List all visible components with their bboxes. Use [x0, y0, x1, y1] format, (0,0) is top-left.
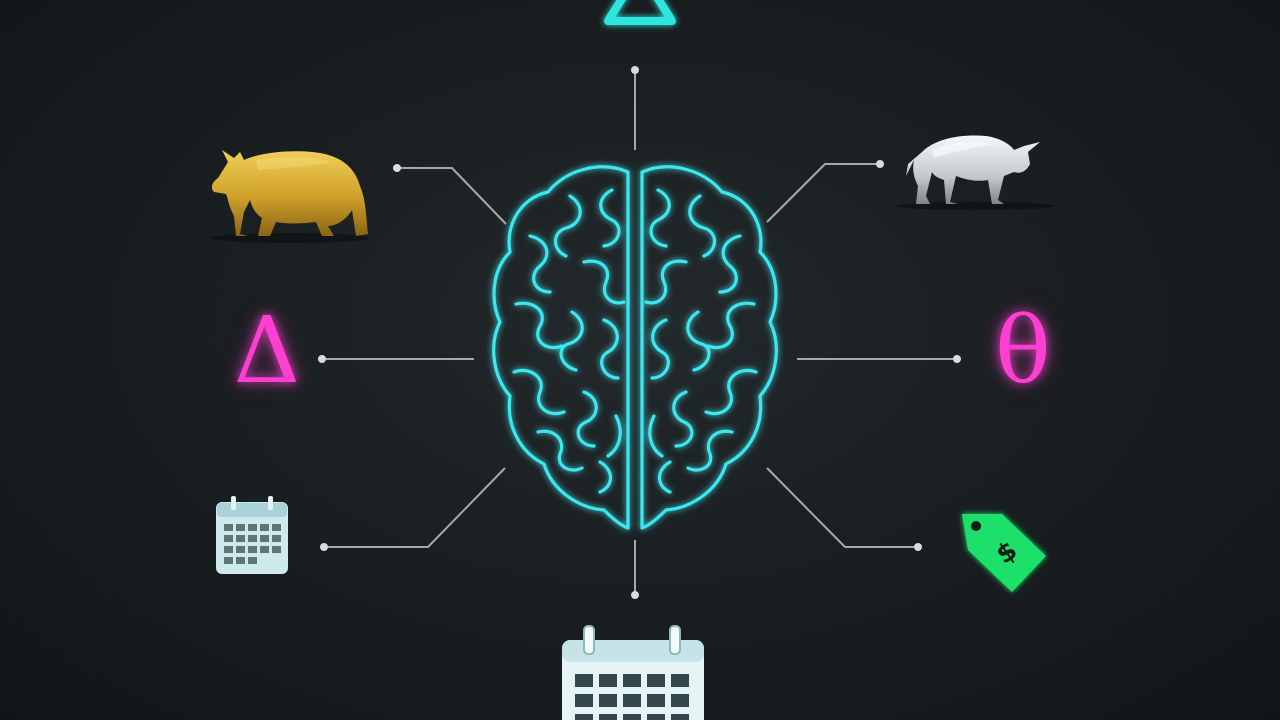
connector-bottom-right — [766, 467, 918, 548]
connector-dot-bottom-left — [320, 543, 328, 551]
brain-icon — [492, 165, 778, 530]
bull-icon — [895, 135, 1055, 210]
connector-top-left — [397, 167, 507, 225]
connector-dot-top — [631, 66, 639, 74]
connector-dot-left — [318, 355, 326, 363]
connector-bottom-left — [324, 467, 506, 548]
connector-dot-top-left — [393, 164, 401, 172]
calendar-large-icon — [562, 625, 704, 720]
bear-icon — [210, 150, 370, 243]
delta-icon: Δ — [233, 297, 301, 404]
triangle-icon — [604, 0, 676, 25]
connector-dot-top-right — [876, 160, 884, 168]
connector-top-right — [766, 163, 880, 223]
connector-dot-bottom — [631, 591, 639, 599]
price-tag-icon: $ — [962, 514, 1046, 592]
connector-dot-right — [953, 355, 961, 363]
theta-icon: θ — [995, 297, 1051, 404]
connector-dot-bottom-right — [914, 543, 922, 551]
calendar-icon — [216, 496, 288, 574]
